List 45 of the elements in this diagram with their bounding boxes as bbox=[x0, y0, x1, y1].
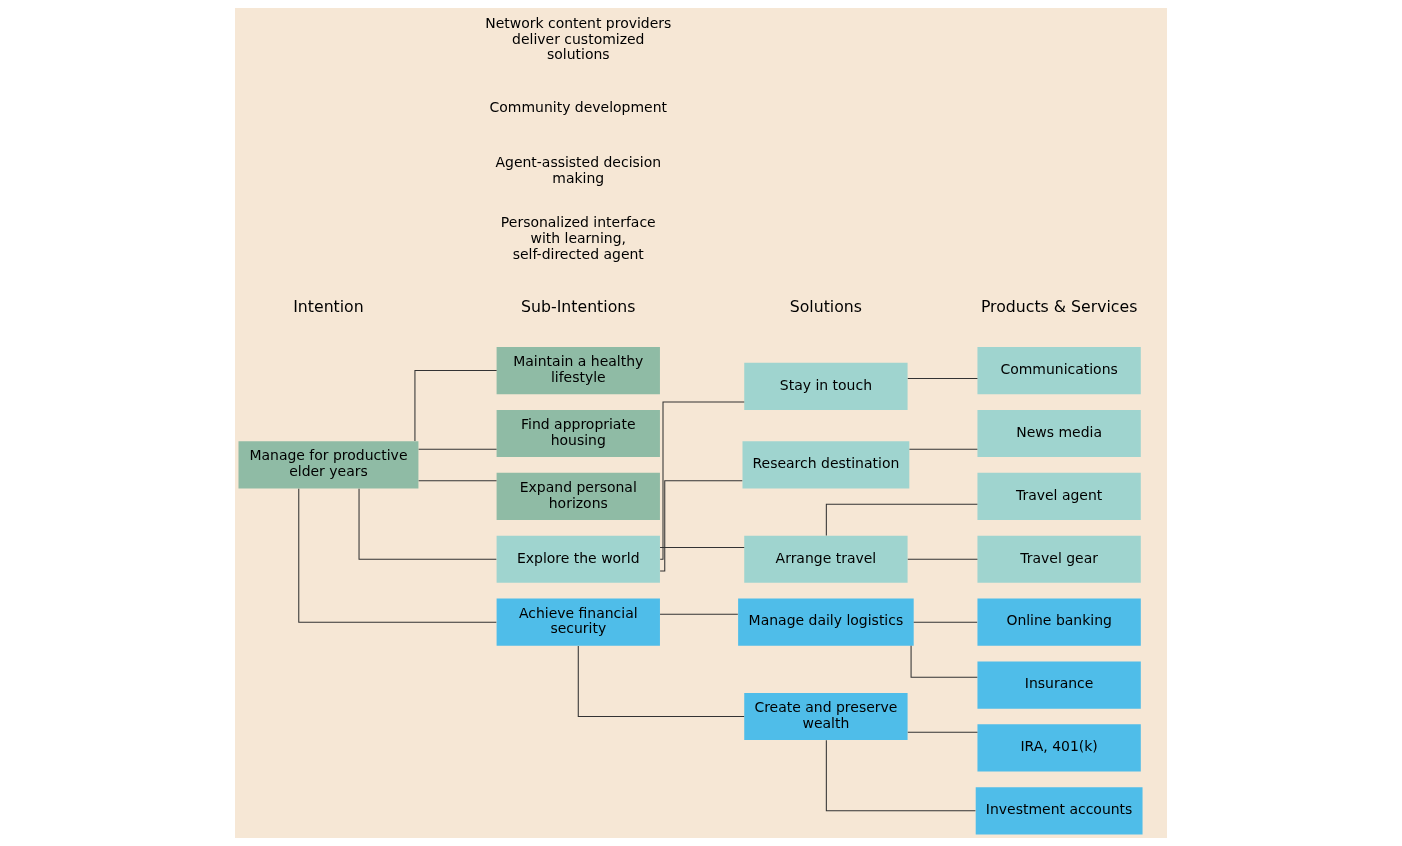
connector bbox=[659, 401, 745, 560]
connector bbox=[907, 558, 978, 560]
connector bbox=[910, 645, 978, 678]
connector bbox=[298, 488, 497, 623]
node-box: Travel gear bbox=[977, 535, 1141, 583]
label: Agent-assisted decision making bbox=[495, 153, 662, 186]
connector bbox=[825, 739, 976, 812]
connector bbox=[908, 448, 978, 450]
label: Products & Services bbox=[980, 296, 1138, 316]
connector bbox=[825, 503, 978, 537]
label: Network content providers deliver customized solutions bbox=[485, 15, 672, 63]
node-box: Find appropriate housing bbox=[496, 409, 660, 458]
connector bbox=[418, 448, 498, 450]
node-box: Maintain a healthy lifestyle bbox=[496, 347, 660, 395]
connector bbox=[659, 613, 739, 615]
label: Sub-Intentions bbox=[521, 296, 636, 316]
label: Intention bbox=[293, 296, 364, 316]
node-box: Create and preserve wealth bbox=[744, 692, 908, 741]
node-box: Communications bbox=[977, 347, 1141, 395]
node-box: Insurance bbox=[977, 661, 1141, 709]
node-box: Travel agent bbox=[977, 472, 1141, 520]
node-box: Expand personal horizons bbox=[496, 472, 660, 520]
node-box: Online banking bbox=[977, 598, 1141, 646]
connector bbox=[907, 377, 978, 379]
node-box: Manage daily logistics bbox=[738, 598, 914, 646]
connector bbox=[418, 480, 498, 482]
label: Solutions bbox=[789, 296, 863, 316]
node-box: Arrange travel bbox=[744, 535, 908, 583]
node-box: IRA, 401(k) bbox=[977, 724, 1141, 772]
node-box: Investment accounts bbox=[975, 787, 1143, 835]
node-box: Research destination bbox=[742, 441, 910, 489]
connector bbox=[907, 731, 978, 733]
connector bbox=[358, 488, 497, 560]
node-box: News media bbox=[977, 409, 1141, 458]
node-box: Stay in touch bbox=[744, 362, 908, 410]
label: Community development bbox=[489, 98, 667, 115]
connector bbox=[913, 621, 978, 623]
node-box: Achieve financial security bbox=[496, 598, 660, 646]
connector bbox=[414, 370, 498, 442]
connector bbox=[659, 480, 743, 572]
node-box: Manage for productive elder years bbox=[238, 441, 419, 489]
connector bbox=[577, 645, 745, 717]
label: Personalized interface with learning, self-directed agent bbox=[500, 214, 656, 262]
node-box: Explore the world bbox=[496, 535, 660, 583]
connector bbox=[659, 546, 745, 548]
